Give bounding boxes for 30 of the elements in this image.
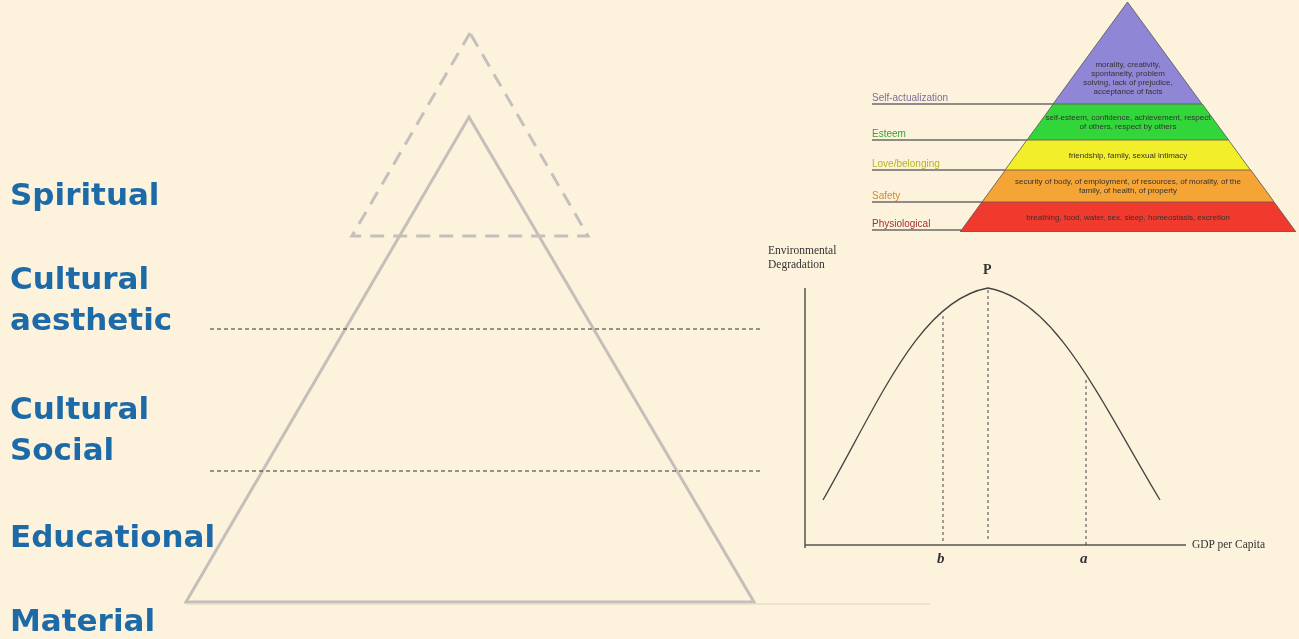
level-label: Educational (10, 517, 217, 556)
level-label: Material (10, 601, 157, 639)
tier-text: morality, creativity, spontaneity, problem solving, lack of prejudice, acceptance of facts (1082, 58, 1174, 98)
pyramid-tier (1027, 104, 1229, 140)
tier-label: Safety (872, 189, 901, 202)
tier-label: Esteem (872, 127, 906, 140)
tier-label: Physiological (872, 217, 931, 230)
tier-text: security of body, of employment, of resources, of morality, of the family, of health, of property (1013, 176, 1242, 197)
pyramid-tier (981, 170, 1275, 202)
leader-line (871, 229, 963, 231)
tier-label: Love/belonging (872, 157, 940, 170)
tier-label: Self-actualization (872, 91, 949, 104)
tier-text: self-esteem, confidence, achievement, respect of others, respect by others (1044, 112, 1212, 133)
chart-label: a (1080, 550, 1088, 567)
level-label: Cultural aesthetic (10, 259, 174, 339)
tier-text: breathing, food, water, sex, sleep, homeostasis, excretion (1025, 211, 1231, 224)
pyramid-tier (960, 202, 1296, 232)
pyramid-tier (1053, 2, 1203, 104)
tier-text: friendship, family, sexual intimacy (1067, 149, 1189, 162)
leader-line (871, 139, 1028, 141)
axis-title: Environmental Degradation (768, 243, 838, 271)
leader-line (871, 169, 1007, 171)
level-label: Spiritual (10, 175, 161, 214)
axis-title: GDP per Capita (1192, 538, 1266, 550)
pyramid-tier (1005, 140, 1251, 170)
level-label: Cultural Social (10, 389, 151, 469)
chart-label: P (983, 262, 992, 278)
chart-label: b (937, 550, 945, 567)
leader-line (871, 201, 983, 203)
leader-line (871, 103, 1055, 105)
